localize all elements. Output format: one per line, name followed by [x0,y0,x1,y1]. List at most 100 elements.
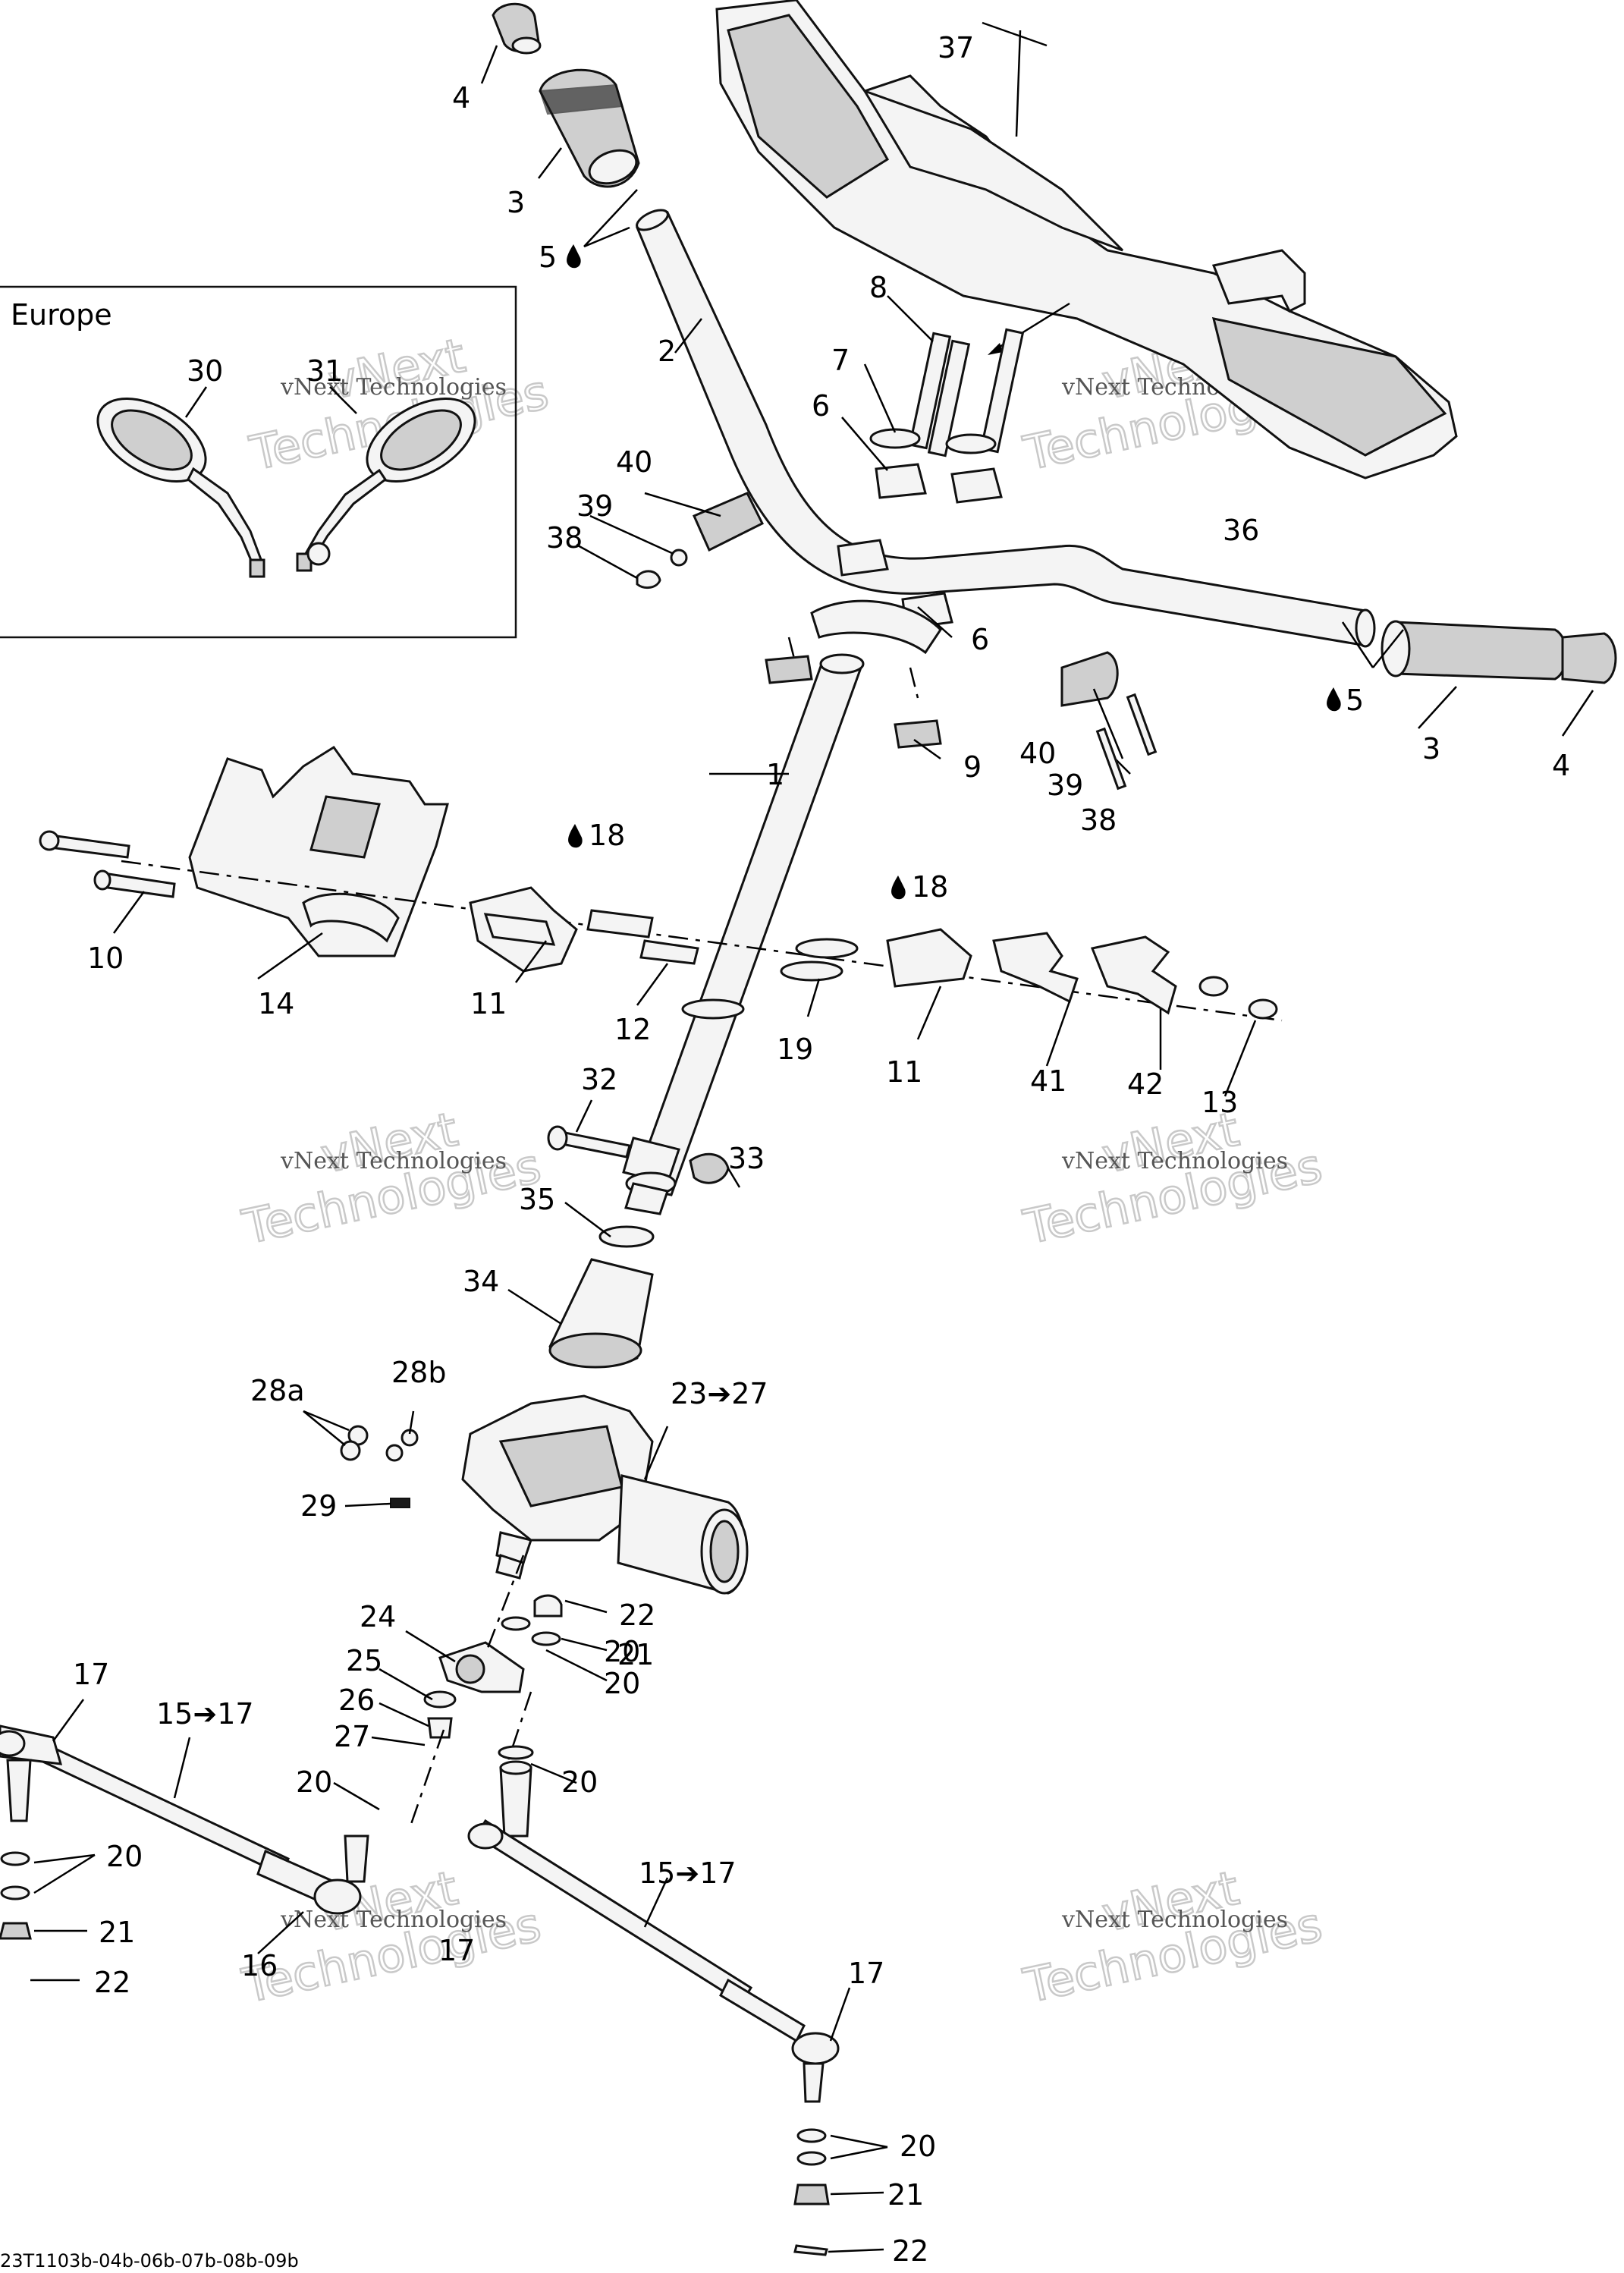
callout-6-top: 6 [812,389,830,423]
callout-32: 32 [581,1063,617,1096]
grease-drop-icon [567,244,581,269]
europe-inset: Europe [0,285,517,639]
callout-15-17-right: 15➔17 [639,1856,737,1890]
watermark-small: vNext Technologies [280,1907,507,1933]
callout-38-left: 38 [546,521,583,555]
callout-14: 14 [258,987,294,1020]
watermark-small: vNext Technologies [280,1148,507,1174]
inset-frame [0,285,517,639]
callout-23-27: 23➔27 [671,1377,768,1410]
callout-22-c: 22 [892,2234,928,2268]
callout-25: 25 [346,1644,382,1677]
mirror-left-icon [96,397,265,578]
grip-left [539,68,640,188]
callout-35: 35 [519,1183,555,1216]
switch-housing-right [1060,651,1158,791]
callout-10: 10 [87,942,124,975]
callout-17-left: 17 [73,1658,109,1691]
callout-16: 16 [241,1949,278,1982]
callout-41: 41 [1030,1064,1066,1098]
grease-drop-icons [567,244,1341,900]
callout-21-b: 21 [99,1916,135,1949]
callout-labels: 30 31 1 2 3 3 4 4 5 5 6 6 7 8 9 10 11 11… [73,31,1570,2268]
handguard-assembly [715,0,1458,479]
callout-17-right: 17 [848,1957,884,1990]
callout-39-left: 39 [576,489,613,523]
inset-title: Europe [11,298,112,332]
pivot-hardware [121,860,1283,1022]
callout-20-f: 20 [604,1635,640,1668]
callout-4-left: 4 [452,81,470,115]
callout-9: 9 [963,750,982,784]
callout-30: 30 [187,354,223,388]
callout-26: 26 [338,1684,375,1717]
callout-42: 42 [1127,1067,1164,1101]
callout-22-b: 22 [94,1966,130,1999]
callout-8: 8 [869,271,887,304]
callout-38-right: 38 [1080,803,1117,837]
callout-20-d: 20 [106,1840,143,1873]
callout-34: 34 [463,1265,499,1298]
callout-31: 31 [306,354,343,388]
callout-2: 2 [658,335,676,368]
switch-housing-left [576,492,765,589]
power-steering-unit [340,1225,749,1595]
clamps-and-bolts [765,328,1025,749]
callout-1: 1 [766,758,784,791]
callout-27: 27 [334,1720,370,1753]
callout-11-right: 11 [886,1055,922,1089]
leader-lines [30,45,1594,2253]
callout-18-right: 18 [912,870,948,904]
callout-21-c: 21 [887,2178,924,2212]
callout-11-left: 11 [470,987,507,1020]
grease-drop-icon [891,876,906,900]
callout-13: 13 [1202,1086,1238,1119]
callout-20-e: 20 [900,2130,936,2163]
watermark-small: vNext Technologies [1061,1907,1288,1933]
callout-40-right: 40 [1019,737,1056,770]
callout-4-right: 4 [1552,749,1570,782]
tie-rod-left [0,1724,369,1940]
watermark-group: vNext Technologies vNext Technologies vN… [237,326,1327,2014]
callout-33: 33 [728,1142,765,1175]
bar-end-plug-right [1561,632,1617,684]
callout-24: 24 [360,1600,396,1633]
callout-28a: 28a [250,1374,305,1407]
watermark-small: vNext Technologies [280,374,507,401]
grip-right [1381,620,1568,681]
callout-37: 37 [938,31,974,64]
callout-19: 19 [777,1033,813,1066]
callout-40-left: 40 [616,445,652,479]
grease-drop-icon [1327,687,1341,712]
callout-21-d: 21 [617,1638,654,1671]
bar-end-plug-left [492,2,542,55]
callout-7: 7 [831,344,850,377]
steering-column [622,653,865,1215]
handlebar [636,209,1376,648]
callout-29: 29 [300,1489,337,1523]
drawing-code: 23T1103b-04b-06b-07b-08b-09b [0,2250,299,2269]
callout-17-center: 17 [438,1934,475,1967]
callout-5-left: 5 [539,241,557,274]
callout-3-left: 3 [507,186,525,219]
callout-20-a: 20 [604,1667,640,1700]
callout-22-a: 22 [619,1599,655,1632]
support-bracket [39,745,449,957]
mirror-right-icon [296,397,476,572]
callout-6-bottom: 6 [971,623,989,656]
tie-rod-right [467,1819,840,2256]
callout-20-b: 20 [296,1765,332,1799]
callout-28b: 28b [391,1356,446,1389]
grease-drop-icon [568,824,583,848]
pitman-arm-linkage [408,1555,563,1838]
callout-3-right: 3 [1422,732,1440,766]
callout-15-17-left: 15➔17 [156,1697,254,1731]
column-bolt [547,1125,730,1184]
callout-39-right: 39 [1047,769,1083,802]
callout-20-c: 20 [561,1765,598,1799]
watermark-small: vNext Technologies [1061,1148,1288,1174]
callout-36: 36 [1223,514,1259,547]
callout-18-left: 18 [589,819,625,852]
